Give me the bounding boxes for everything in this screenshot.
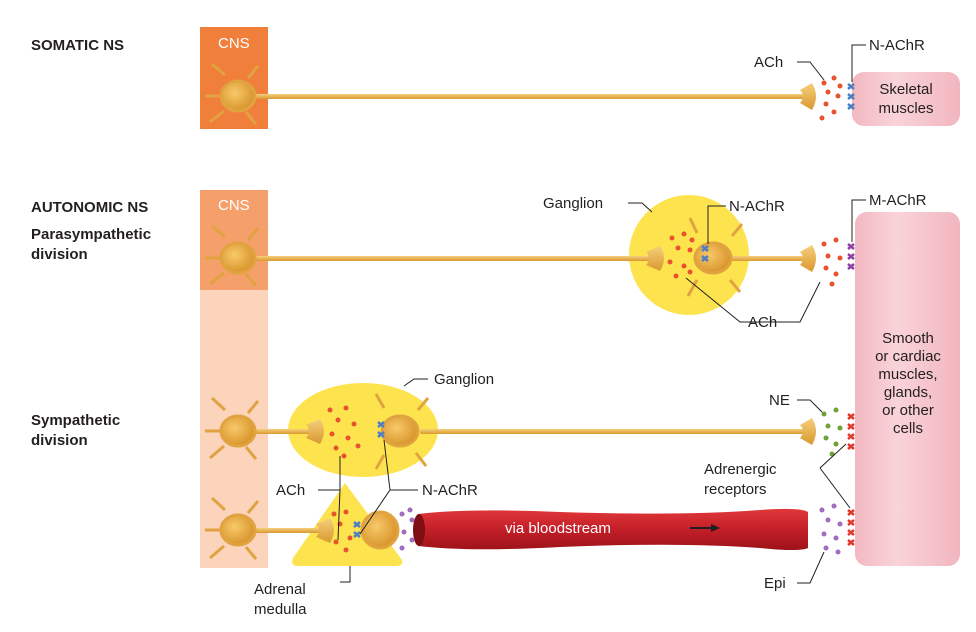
receptors [353,83,855,546]
parasympathetic-label-line2: division [31,246,88,263]
neuron-somatic [205,62,260,125]
leader-machr [851,199,866,242]
epi-dots-release [399,507,415,551]
parasympathetic-ganglion [629,195,749,315]
ach-dots-para-ganglion [667,231,695,279]
adrenergic-label-line1: Adrenergic [704,461,777,478]
autonomic-ns-title: AUTONOMIC NS [31,199,149,216]
smooth-label-line: muscles, [878,366,938,383]
axon-para-post [720,256,806,261]
machr-receptors [847,243,855,270]
blood-vessel [415,508,808,550]
ach-dots-para-target [821,237,843,287]
skeletal-label-line2: muscles [878,100,934,117]
epi-label: Epi [764,575,786,592]
sympathetic-ganglion [288,383,438,477]
leader-ganglion-symp [403,378,428,387]
adrenal-label-line2: medulla [254,601,307,618]
nachr-label-somatic: N-AChR [869,37,925,54]
sympathetic-label-line1: Sympathetic [31,412,121,429]
nachr-adrenal [353,521,361,538]
chromaffin-cell [360,510,400,550]
neuron-symp-pre [205,396,260,460]
smooth-muscle-label: Smooth or cardiac muscles, glands, or ot… [860,330,956,438]
parasympathetic-label-line1: Parasympathetic [31,226,152,243]
leader-ganglion-para [628,202,653,213]
ganglion-label-symp: Ganglion [434,371,495,388]
epi-dots-target [819,503,843,555]
smooth-label-line: Smooth [882,330,934,347]
smooth-label-line: or cardiac [875,348,941,365]
leader-ach-somatic [797,61,825,81]
leader-nachr-symp [359,439,418,535]
axon-somatic [250,94,806,99]
leader-epi [797,551,825,584]
skeletal-muscle-box [852,72,960,126]
axon-symp-pre [250,429,310,434]
adrenergic-receptors-ne [847,413,855,450]
smooth-label-line: glands, [883,384,933,401]
skeletal-muscle-label: Skeletal muscles [858,80,954,118]
axon-symp-post [420,429,806,434]
axon-adrenal [250,528,320,533]
terminal-symp-post [800,418,816,445]
ach-dots-symp-ganglion [327,405,361,459]
ne-label: NE [769,392,790,409]
neuron-symp-post [374,393,430,470]
nachr-label-symp: N-AChR [422,482,478,499]
ach-label-somatic: ACh [754,54,784,71]
smooth-muscle-box [855,212,960,566]
axon-para-pre [250,256,650,261]
leader-ach-para [685,277,821,323]
terminal-para-pre [646,246,664,271]
leader-nachr-somatic [851,44,866,82]
terminal-adrenal [316,518,334,543]
adrenergic-receptors-epi [847,509,855,546]
somatic-ns-title: SOMATIC NS [31,37,125,54]
ach-label-para: ACh [748,314,778,331]
machr-label: M-AChR [869,192,927,209]
via-bloodstream-label: via bloodstream [505,520,611,537]
neuron-para-pre [205,224,260,287]
axons [250,94,806,533]
nachr-sympathetic [377,421,385,438]
ach-dots-somatic [819,75,843,121]
axon-terminals [306,83,816,543]
nachr-skeletal [847,83,855,110]
leader-ach-symp [318,456,341,541]
ganglion-label-para: Ganglion [543,195,604,212]
smooth-label-line: cells [892,420,923,437]
leader-nachr-para [707,205,726,244]
nachr-parasympathetic [701,245,709,262]
neuron-somas [205,62,744,560]
terminal-somatic [800,83,816,110]
bloodstream-arrow-head [711,524,720,532]
nachr-label-para: N-AChR [729,198,785,215]
adrenergic-label-line2: receptors [704,481,767,498]
vessel-lumen [413,514,425,546]
leader-lines [318,44,866,584]
leader-adrenal [340,566,351,583]
smooth-label-line: or other [882,402,934,419]
leader-ne [797,399,823,413]
cns-label-somatic: CNS [218,35,250,52]
terminal-symp-pre [306,419,324,444]
adrenal-label-line1: Adrenal [254,581,306,598]
skeletal-label-line1: Skeletal [879,81,933,98]
ach-label-symp: ACh [276,482,306,499]
terminal-para-post [800,245,816,272]
leader-adrenergic [819,443,851,509]
neuron-adrenal [205,496,260,560]
cns-label-autonomic: CNS [218,197,250,214]
ne-dots [821,407,843,457]
sympathetic-label-line2: division [31,432,88,449]
